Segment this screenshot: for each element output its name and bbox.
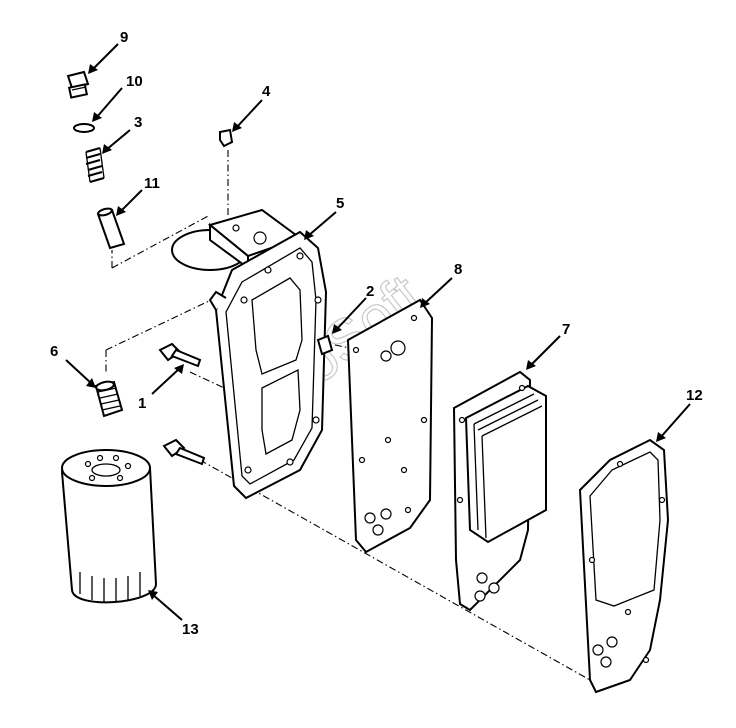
plug-part	[66, 70, 90, 99]
callout-5: 5	[336, 195, 344, 212]
small-plug-part	[219, 128, 234, 148]
callout-labels: 9 10 3 11 4 5 2 8 7 6 1 12 13	[50, 29, 703, 638]
o-ring-part	[73, 123, 95, 133]
cooler-gasket-part	[346, 298, 434, 554]
cooler-housing-part	[171, 208, 328, 500]
callout-13: 13	[182, 621, 199, 638]
callout-1: 1	[138, 395, 146, 412]
oil-cooler-element-part	[452, 370, 547, 612]
callout-11: 11	[144, 175, 160, 192]
callout-3: 3	[134, 114, 142, 131]
callout-10: 10	[126, 73, 143, 90]
cap-screw-lower	[162, 438, 206, 466]
callout-2: 2	[366, 283, 374, 300]
oil-filter-part	[60, 449, 158, 604]
callout-8: 8	[454, 261, 462, 278]
callout-12: 12	[686, 387, 703, 404]
callout-7: 7	[562, 321, 570, 338]
callout-9: 9	[120, 29, 128, 46]
housing-gasket-part	[578, 438, 670, 694]
callout-arrows	[65, 43, 691, 621]
pipe-plug-part	[316, 334, 334, 356]
valve-plunger-part	[96, 207, 126, 250]
threaded-nipple-part	[94, 380, 124, 418]
callout-6: 6	[50, 343, 58, 360]
callout-4: 4	[262, 83, 271, 100]
spring-part	[85, 147, 105, 183]
cap-screw-upper	[158, 342, 202, 368]
